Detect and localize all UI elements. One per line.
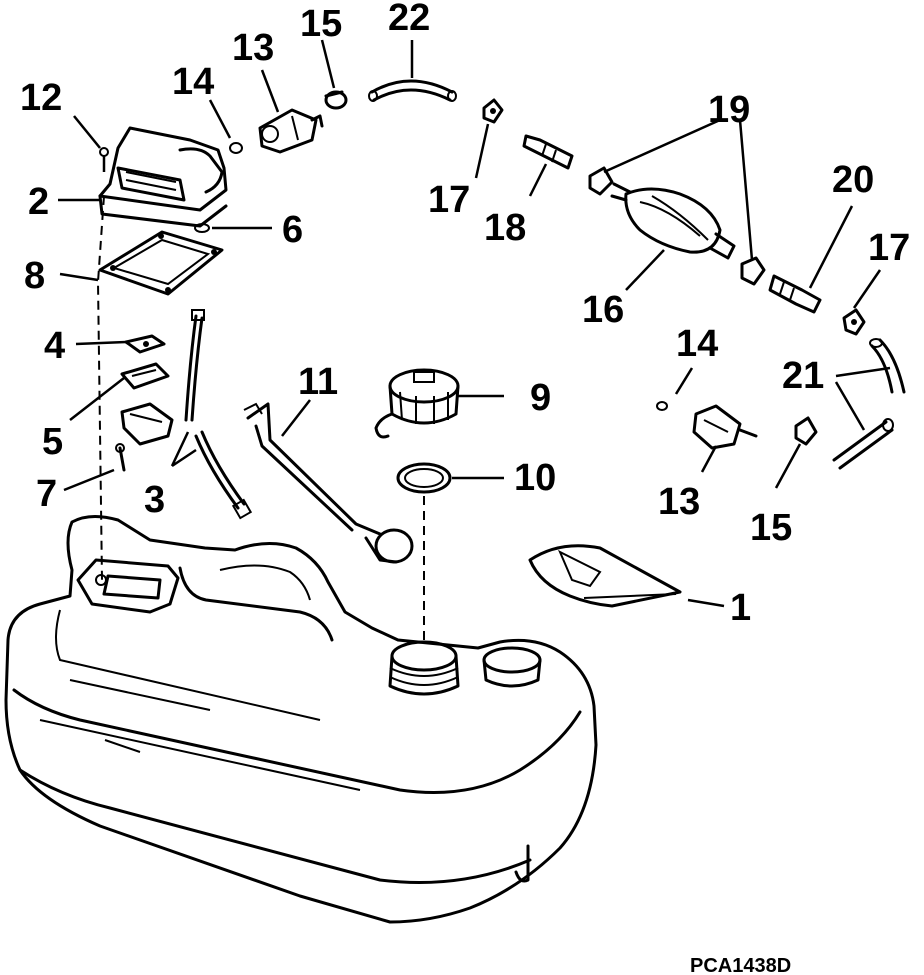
- callout-2: 2: [28, 181, 49, 223]
- fuel-tank: [4, 515, 598, 924]
- hose-21-upper: [869, 338, 906, 394]
- callout-11: 11: [298, 361, 338, 403]
- callout-9: 9: [530, 377, 551, 419]
- clip-4: [124, 334, 166, 354]
- callout-22: 22: [388, 0, 430, 39]
- callout-10: 10: [514, 457, 556, 499]
- screw-12: [99, 147, 109, 172]
- gasket-8: [98, 230, 224, 296]
- callout-1: 1: [730, 587, 751, 629]
- callout-18: 18: [484, 207, 526, 249]
- hose-21-lower: [832, 418, 894, 470]
- fitting-18: [522, 134, 574, 170]
- callout-6: 6: [282, 209, 303, 251]
- clamp-17-right: [842, 308, 866, 336]
- callout-4: 4: [44, 325, 65, 367]
- callout-12: 12: [20, 77, 62, 119]
- callout-21: 21: [782, 355, 824, 397]
- hose-22: [368, 79, 457, 102]
- connector-13-right: [692, 404, 758, 450]
- fitting-20: [768, 274, 822, 314]
- clamp-19-upper: [588, 166, 614, 196]
- clamp-15-right: [794, 416, 818, 446]
- clamp-15-top: [324, 90, 348, 110]
- connector-13-top: [258, 108, 324, 154]
- decal-plate: [528, 544, 682, 608]
- callout-13-right: 13: [658, 481, 700, 523]
- callout-13-top: 13: [232, 27, 274, 69]
- assembly-line-pickup: [96, 195, 105, 581]
- cap-gasket-10: [396, 462, 452, 494]
- leader-lines: [58, 39, 891, 608]
- retainer-7-block: [120, 402, 174, 446]
- bracket-5: [120, 362, 170, 390]
- callout-19: 19: [708, 89, 750, 131]
- float-arm-11: [243, 402, 414, 564]
- callout-17-right: 17: [868, 227, 910, 269]
- callout-15-top: 15: [300, 3, 342, 45]
- fuel-pickup-assembly: [98, 126, 228, 228]
- o-ring-6: [194, 223, 210, 233]
- callout-20: 20: [832, 159, 874, 201]
- figure-code: PCA1438D: [690, 955, 791, 975]
- callout-14-top: 14: [172, 61, 214, 103]
- clamp-17-left: [482, 98, 504, 124]
- callout-numbers: 1 2 3 4 5 6 7 8 9 10 11 12 13 13 14 14 1…: [20, 0, 910, 629]
- o-ring-14-top: [229, 142, 243, 154]
- callout-14-right: 14: [676, 323, 718, 365]
- o-ring-14-right: [656, 401, 668, 411]
- callout-8: 8: [24, 255, 45, 297]
- screw-7: [115, 443, 126, 472]
- callout-17-left: 17: [428, 179, 470, 221]
- callout-3: 3: [144, 479, 165, 521]
- callout-5: 5: [42, 421, 63, 463]
- primer-bulb-16: [610, 182, 736, 260]
- filler-cap-9: [374, 368, 460, 439]
- callout-16: 16: [582, 289, 624, 331]
- pickup-tube-3: [184, 309, 253, 520]
- callout-15-right: 15: [750, 507, 792, 549]
- callout-7: 7: [36, 473, 57, 515]
- clamp-19-lower: [740, 256, 766, 286]
